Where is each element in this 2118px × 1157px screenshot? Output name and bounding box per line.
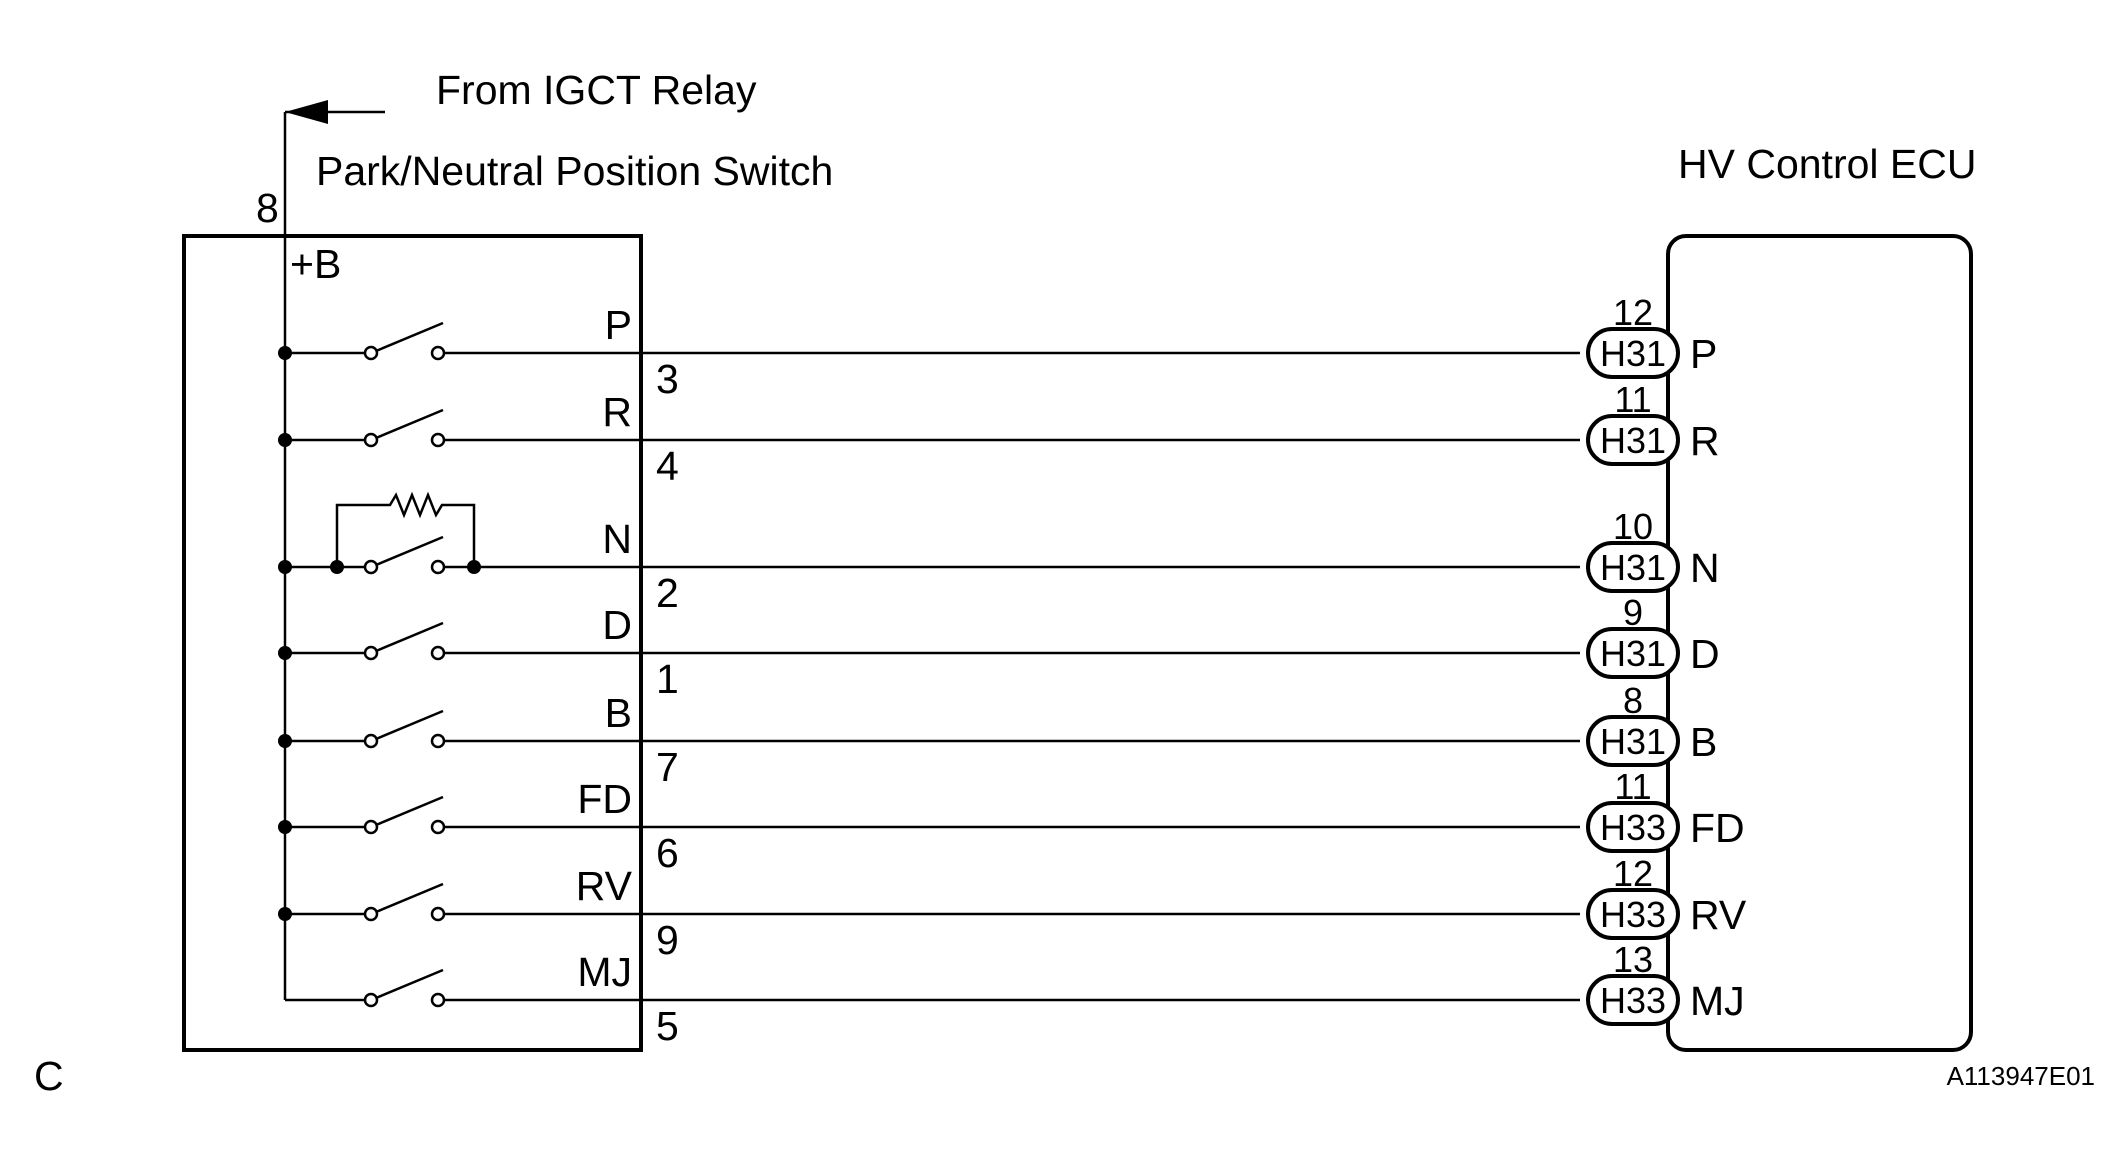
ecu-pin-number: 12 xyxy=(1613,292,1653,333)
ecu-signal-label: MJ xyxy=(1690,978,1745,1024)
switch-terminal xyxy=(363,733,379,749)
switch-terminal xyxy=(363,345,379,361)
switch-terminal xyxy=(363,559,379,575)
supply-label: +B xyxy=(290,241,341,287)
switch-pin-number: 4 xyxy=(656,443,679,489)
ecu-signal-label: D xyxy=(1690,631,1720,677)
connector-code: H31 xyxy=(1600,333,1666,374)
connector-code: H31 xyxy=(1600,633,1666,674)
ecu-signal-label: P xyxy=(1690,331,1717,377)
ecu-signal-label: RV xyxy=(1690,892,1747,938)
connector-pill xyxy=(1586,715,1680,767)
switch-box xyxy=(182,234,643,1052)
switch-signal-label: MJ xyxy=(577,949,632,995)
switch-terminal xyxy=(430,733,446,749)
switch-signal-label: B xyxy=(605,690,632,736)
connector-code: H33 xyxy=(1600,807,1666,848)
switch-pin-number: 6 xyxy=(656,830,679,876)
figure-id: A113947E01 xyxy=(1947,1061,2095,1091)
ecu-pin-number: 11 xyxy=(1614,379,1651,420)
connector-code: H31 xyxy=(1600,547,1666,588)
switch-blade xyxy=(375,621,444,653)
switch-signal-label: D xyxy=(602,602,632,648)
switch-blade xyxy=(375,709,444,741)
switch-terminal xyxy=(363,432,379,448)
connector-code: H31 xyxy=(1600,721,1666,762)
ecu-pin-number: 8 xyxy=(1623,680,1643,721)
ecu-signal-label: B xyxy=(1690,719,1717,765)
connector-pill xyxy=(1586,414,1680,466)
connector-pill xyxy=(1586,327,1680,379)
switch-terminal xyxy=(430,645,446,661)
switch-signal-label: P xyxy=(605,302,632,348)
resistor-symbol xyxy=(335,491,476,567)
switch-pin-number: 7 xyxy=(656,744,679,790)
connector-pill xyxy=(1586,888,1680,940)
switch-blade xyxy=(375,321,444,353)
footer-code: C xyxy=(34,1053,64,1099)
switch-signal-label: R xyxy=(602,389,632,435)
switch-blade xyxy=(375,968,444,1000)
connector-pill xyxy=(1586,974,1680,1026)
ecu-pin-number: 10 xyxy=(1613,506,1653,547)
switch-blade xyxy=(375,795,444,827)
switch-title: Park/Neutral Position Switch xyxy=(316,148,833,194)
connector-pill xyxy=(1586,801,1680,853)
ecu-pin-number: 9 xyxy=(1623,592,1643,633)
switch-blade xyxy=(375,408,444,440)
ecu-signal-label: N xyxy=(1690,545,1720,591)
ecu-pin-number: 12 xyxy=(1613,853,1653,894)
switch-pin-number: 1 xyxy=(656,656,679,702)
arrow-icon xyxy=(285,100,328,124)
switch-terminal xyxy=(430,819,446,835)
connector-pill xyxy=(1586,627,1680,679)
connector-code: H33 xyxy=(1600,980,1666,1021)
switch-pin-number: 3 xyxy=(656,356,679,402)
ecu-pin-number: 13 xyxy=(1613,939,1653,980)
switch-terminal xyxy=(430,432,446,448)
ecu-signal-label: R xyxy=(1690,418,1720,464)
switch-terminal xyxy=(363,992,379,1008)
switch-pin-number: 2 xyxy=(656,570,679,616)
switch-signal-label: N xyxy=(602,516,632,562)
switch-signal-label: FD xyxy=(577,776,632,822)
switch-blade xyxy=(375,535,444,567)
connector-pill xyxy=(1586,541,1680,593)
ecu-title: HV Control ECU xyxy=(1678,141,1976,187)
circuit-rows: P3H3112PR4H3111RN2H3110ND1H319DB7H318BFD… xyxy=(278,292,1747,1049)
connector-code: H31 xyxy=(1600,420,1666,461)
switch-terminal xyxy=(430,906,446,922)
switch-terminal xyxy=(430,992,446,1008)
connector-code: H33 xyxy=(1600,894,1666,935)
switch-pin-number: 5 xyxy=(656,1003,679,1049)
supply-pin-number: 8 xyxy=(256,185,279,231)
switch-terminal xyxy=(363,645,379,661)
switch-blade xyxy=(375,882,444,914)
ecu-pin-number: 11 xyxy=(1614,766,1651,807)
switch-terminal xyxy=(363,906,379,922)
switch-signal-label: RV xyxy=(576,863,633,909)
switch-pin-number: 9 xyxy=(656,917,679,963)
from-relay-label: From IGCT Relay xyxy=(436,67,757,113)
ecu-signal-label: FD xyxy=(1690,805,1745,851)
switch-terminal xyxy=(430,345,446,361)
switch-terminal xyxy=(363,819,379,835)
switch-terminal xyxy=(430,559,446,575)
